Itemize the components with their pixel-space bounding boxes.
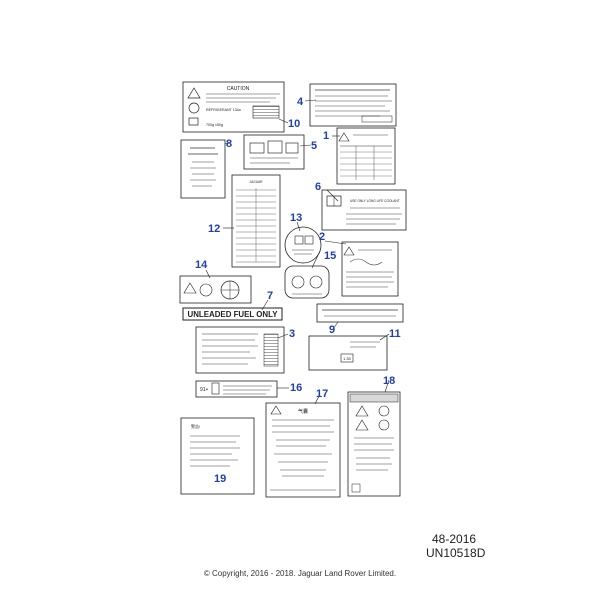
label-caution-refrigerant: CAUTION REFRIGERANT 134a 700g ±50g — [182, 81, 285, 133]
label-japanese-notice — [316, 303, 404, 323]
label-vehicle-info-card — [180, 139, 226, 199]
label-diagram-small — [243, 134, 305, 170]
fuel-91-text: 91+ — [200, 387, 209, 393]
label-vin-barcode — [195, 326, 285, 374]
refrigerant-text: REFRIGERANT 134a — [206, 108, 241, 112]
airbag-text: 气囊 — [298, 408, 308, 415]
callout-7: 7 — [267, 290, 273, 302]
label-airbag-warning — [347, 391, 401, 497]
label-fan-warning — [179, 275, 252, 304]
callout-13: 13 — [290, 212, 302, 224]
charge-text: 700g ±50g — [206, 123, 223, 127]
callout-14: 14 — [195, 259, 208, 271]
jaguar-text: JAGUAR — [250, 180, 264, 184]
callout-4: 4 — [297, 96, 304, 108]
callout-10: 10 — [288, 118, 300, 130]
value-text: 1.30 — [343, 356, 352, 361]
label-chinese-notice: 警告! — [180, 417, 255, 495]
label-rounded-fan — [284, 265, 330, 299]
callout-12: 12 — [208, 223, 220, 235]
callout-9: 9 — [329, 324, 335, 336]
callout-2: 2 — [319, 231, 325, 243]
label-value-card: 1.30 — [308, 335, 388, 371]
drawing-code: UN10518D — [426, 546, 486, 560]
label-unleaded-fuel: UNLEADED FUEL ONLY — [182, 307, 283, 321]
copyright: © Copyright, 2016 - 2018. Jaguar Land Ro… — [203, 569, 397, 578]
label-airbag-notice: 气囊 — [265, 402, 341, 498]
callout-3: 3 — [289, 328, 295, 340]
leader-lines — [205, 99, 390, 405]
label-round-warning — [284, 226, 322, 264]
coolant-text: USE ONLY LONG LIFE COOLANT — [350, 199, 400, 203]
page-number: 48-2016 — [432, 532, 477, 546]
label-tyre-pressure — [336, 127, 396, 185]
caution-text: CAUTION — [227, 86, 250, 92]
label-paint-code-table: JAGUAR — [231, 174, 281, 268]
unleaded-text: UNLEADED FUEL ONLY — [188, 310, 279, 319]
label-emission-info — [309, 83, 397, 127]
callout-5: 5 — [311, 140, 317, 152]
callout-8: 8 — [226, 138, 232, 150]
label-engine-warning — [341, 241, 399, 297]
callout-15: 15 — [324, 250, 336, 262]
callout-11: 11 — [389, 328, 401, 340]
callout-16: 16 — [290, 382, 302, 394]
callout-17: 17 — [316, 388, 328, 400]
callout-1: 1 — [323, 130, 329, 142]
label-fuel-91: 91+ — [195, 380, 278, 398]
callout-6: 6 — [315, 181, 321, 193]
label-coolant: USE ONLY LONG LIFE COOLANT — [321, 189, 407, 231]
callout-18: 18 — [383, 375, 395, 387]
notice-text: 警告! — [191, 423, 200, 429]
callout-19: 19 — [214, 473, 226, 485]
